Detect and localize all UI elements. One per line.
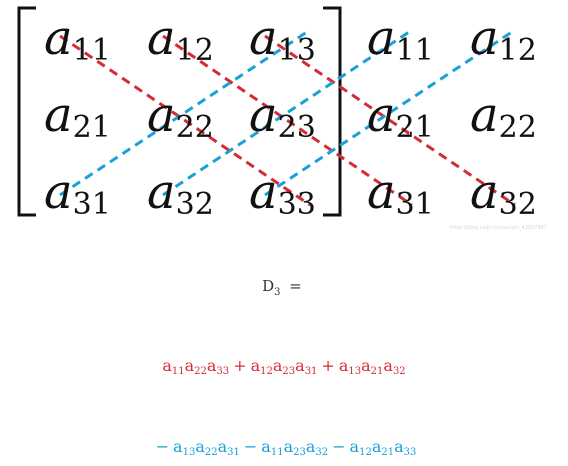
positive-term-sign-2: + <box>233 356 247 375</box>
extra-entry-a22: a22 <box>470 87 537 145</box>
watermark: https://blog.csdn.net/weixin_43837867 <box>449 225 547 231</box>
factor-subscript: 32 <box>315 447 329 458</box>
extra-entry-a31: a31 <box>367 164 434 222</box>
factor-subscript: 12 <box>359 447 372 458</box>
negative-term-2: a11a23a32 <box>261 437 329 458</box>
positive-terms: a11a22a33+a12a23a31+a13a21a32 <box>0 356 568 377</box>
det-symbol: D <box>262 277 275 295</box>
extra-entry-a21: a21 <box>367 87 434 145</box>
positive-term-sign-3: + <box>321 356 335 375</box>
factor-base: a <box>394 437 404 456</box>
repeated-columns: a11 a12 a21 a22 a31 a32 <box>367 10 537 222</box>
positive-term-3: a13a21a32 <box>338 356 406 377</box>
extra-entry-a32: a32 <box>470 164 537 222</box>
positive-diagonals <box>59 34 516 207</box>
positive-diagonal-3 <box>264 34 516 207</box>
factor-subscript: 21 <box>370 366 384 377</box>
factor-subscript: 11 <box>171 366 185 377</box>
entry-a11: a11 <box>44 10 111 68</box>
factor-subscript: 23 <box>293 447 306 458</box>
negative-term-sign-3: − <box>332 437 346 456</box>
entry-a32: a32 <box>147 164 214 222</box>
determinant-label: D3 = <box>0 277 568 298</box>
entry-a22: a22 <box>147 87 214 145</box>
negative-term-sign-1: − <box>155 437 170 456</box>
negative-terms: −a13a22a31−a11a23a32−a12a21a33 <box>0 437 568 458</box>
factor-subscript: 23 <box>282 366 296 377</box>
factor-base: a <box>261 437 271 456</box>
extra-entry-a12: a12 <box>470 10 537 68</box>
factor-base: a <box>295 356 305 375</box>
factor-base: a <box>272 356 283 375</box>
factor-base: a <box>371 437 382 456</box>
factor-base: a <box>349 437 360 456</box>
entry-a23: a23 <box>249 87 316 145</box>
factor-subscript: 31 <box>304 366 318 377</box>
negative-diagonal-1 <box>59 28 311 197</box>
positive-term-2: a12a23a31 <box>250 356 318 377</box>
negative-diagonal-2 <box>162 28 413 197</box>
extra-entry-a11: a11 <box>367 10 434 68</box>
factor-base: a <box>206 356 217 375</box>
factor-subscript: 12 <box>260 366 273 377</box>
negative-term-1: a13a22a31 <box>173 437 240 458</box>
entry-a21: a21 <box>44 87 111 145</box>
factor-subscript: 31 <box>227 447 240 458</box>
factor-subscript: 22 <box>194 366 207 377</box>
negative-diagonal-3 <box>264 28 516 197</box>
factor-subscript: 13 <box>348 366 362 377</box>
factor-base: a <box>162 356 172 375</box>
entry-a33: a33 <box>249 164 316 222</box>
entry-a12: a12 <box>147 10 214 68</box>
factor-subscript: 33 <box>216 366 230 377</box>
factor-base: a <box>217 437 228 456</box>
factor-subscript: 21 <box>381 447 395 458</box>
positive-diagonal-1 <box>59 34 311 207</box>
factor-subscript: 33 <box>403 447 417 458</box>
right-bracket <box>323 6 342 217</box>
negative-term-sign-2: − <box>243 437 258 456</box>
factor-base: a <box>184 356 195 375</box>
factor-base: a <box>173 437 183 456</box>
entry-a31: a31 <box>44 164 111 222</box>
det-order: 3 <box>274 287 281 298</box>
equals-sign: = <box>289 277 302 295</box>
positive-term-1: a11a22a33 <box>162 356 230 377</box>
factor-base: a <box>283 437 294 456</box>
factor-base: a <box>250 356 261 375</box>
factor-base: a <box>361 356 371 375</box>
factor-base: a <box>338 356 349 375</box>
positive-diagonal-2 <box>162 34 413 207</box>
negative-term-3: a12a21a33 <box>349 437 417 458</box>
factor-base: a <box>305 437 316 456</box>
factor-subscript: 11 <box>270 447 284 458</box>
factor-subscript: 22 <box>204 447 218 458</box>
left-bracket <box>17 6 36 217</box>
entry-a13: a13 <box>249 10 316 68</box>
factor-subscript: 32 <box>392 366 406 377</box>
factor-base: a <box>195 437 205 456</box>
factor-subscript: 13 <box>182 447 196 458</box>
negative-diagonals <box>59 28 516 197</box>
factor-base: a <box>383 356 393 375</box>
matrix-entries: a11 a12 a13 a21 a22 a23 a31 a32 a33 <box>44 10 316 222</box>
